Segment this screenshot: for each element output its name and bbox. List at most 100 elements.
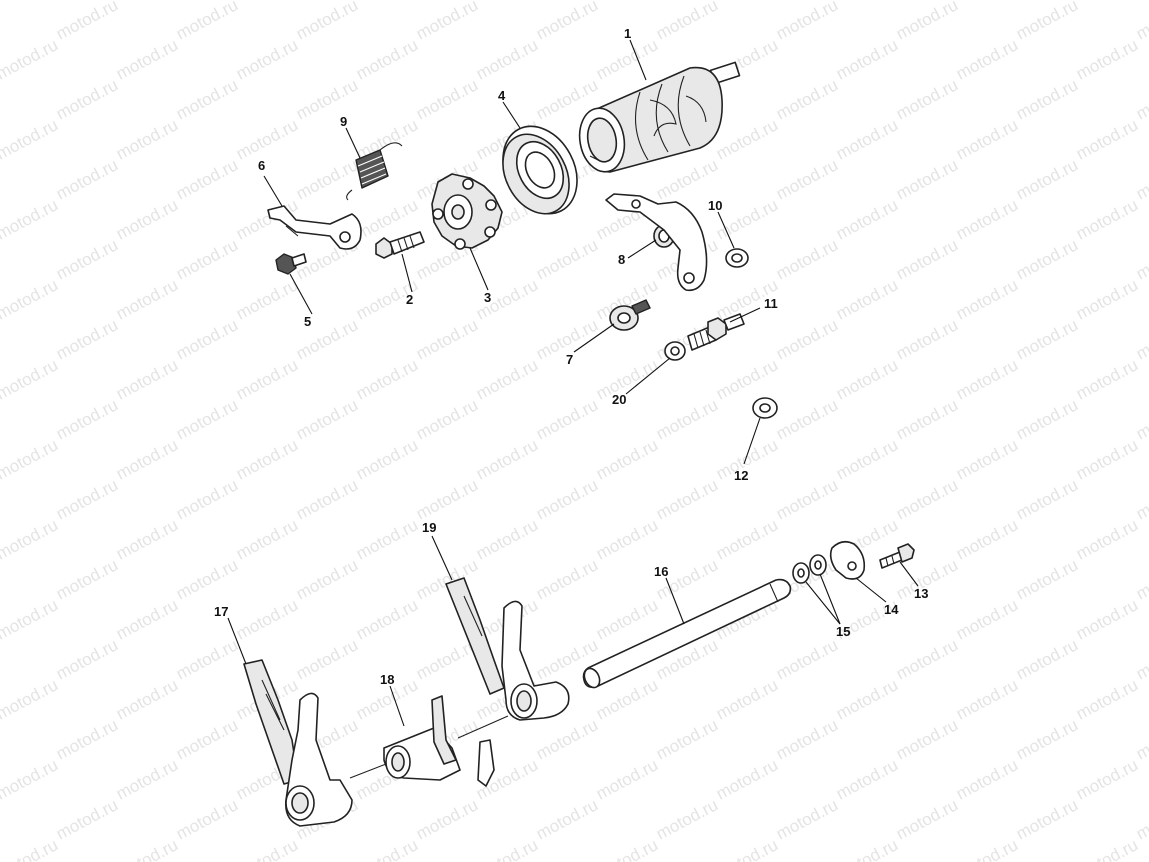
watermark-text: motod.ru [473, 355, 541, 403]
watermark-text: motod.ru [713, 0, 781, 4]
watermark-text: motod.ru [0, 595, 61, 643]
watermark-text: motod.ru [953, 0, 1021, 4]
watermark-text: motod.ru [173, 155, 241, 203]
watermark-text: motod.ru [113, 0, 181, 4]
watermark-text: motod.ru [773, 635, 841, 683]
part-14-retainer-plate [829, 540, 866, 580]
watermark-text: motod.ru [713, 195, 781, 243]
callout-18: 18 [380, 672, 394, 687]
watermark-text: motod.ru [233, 515, 301, 563]
watermark-text: motod.ru [0, 435, 61, 483]
watermark-text: motod.ru [173, 555, 241, 603]
part-7-roller-bolt [609, 299, 651, 331]
watermark-text: motod.ru [893, 155, 961, 203]
part-2-bolt [375, 231, 425, 259]
alignment-lines [349, 715, 509, 779]
watermark-text: motod.ru [0, 515, 61, 563]
watermark-text: motod.ru [1073, 115, 1141, 163]
watermark-text: motod.ru [893, 235, 961, 283]
watermark-text: motod.ru [113, 435, 181, 483]
watermark-text: motod.ru [233, 0, 301, 4]
watermark-text: motod.ru [1013, 475, 1081, 523]
watermark-text: motod.ru [713, 675, 781, 723]
watermark-text: motod.ru [593, 0, 661, 4]
watermark-text: motod.ru [173, 75, 241, 123]
watermark-text: motod.ru [773, 795, 841, 843]
watermark-text: motod.ru [353, 515, 421, 563]
watermark-text: motod.ru [1073, 835, 1141, 862]
watermark-text: motod.ru [53, 75, 121, 123]
watermark-text: motod.ru [593, 755, 661, 803]
part-9-spring [346, 142, 403, 201]
callout-11: 11 [764, 296, 778, 311]
watermark-text: motod.ru [953, 115, 1021, 163]
watermark-text: motod.ru [113, 275, 181, 323]
watermark-text: motod.ru [893, 795, 961, 843]
watermark-text: motod.ru [173, 315, 241, 363]
watermark-text: motod.ru [713, 355, 781, 403]
watermark-text: motod.ru [473, 515, 541, 563]
watermark-text: motod.ru [113, 755, 181, 803]
watermark-text: motod.ru [0, 35, 61, 83]
part-13-screw [879, 543, 915, 569]
watermark-text: motod.ru [53, 235, 121, 283]
watermark-text: motod.ru [293, 475, 361, 523]
watermark-text: motod.ru [413, 75, 481, 123]
callout-13: 13 [914, 586, 928, 601]
watermark-text: motod.ru [53, 555, 121, 603]
watermark-text: motod.ru [1073, 355, 1141, 403]
watermark-text: motod.ru [653, 155, 721, 203]
watermark-text: motod.ru [893, 715, 961, 763]
watermark-text: motod.ru [1073, 275, 1141, 323]
watermark-text: motod.ru [233, 115, 301, 163]
part-shift-arm-plate [605, 193, 708, 292]
watermark-text: motod.ru [833, 755, 901, 803]
watermark-text: motod.ru [833, 835, 901, 862]
part-12-washer [752, 397, 778, 419]
watermark-text: motod.ru [0, 115, 61, 163]
watermark-text: motod.ru [533, 715, 601, 763]
callout-20: 20 [612, 392, 626, 407]
watermark-text: motod.ru [473, 0, 541, 4]
watermark-text: motod.ru [0, 275, 61, 323]
watermark-text: motod.ru [1013, 75, 1081, 123]
watermark-text: motod.ru [413, 395, 481, 443]
watermark-text: motod.ru [173, 715, 241, 763]
watermark-text: motod.ru [1133, 395, 1149, 443]
watermark-text: motod.ru [1073, 595, 1141, 643]
watermark-text: motod.ru [0, 195, 61, 243]
watermark-text: motod.ru [953, 35, 1021, 83]
part-6-stopper-arm [267, 205, 362, 250]
watermark-text: motod.ru [113, 595, 181, 643]
watermark-text: motod.ru [53, 475, 121, 523]
watermark-text: motod.ru [533, 235, 601, 283]
watermark-text: motod.ru [353, 35, 421, 83]
watermark-text: motod.ru [533, 555, 601, 603]
watermark-text: motod.ru [653, 715, 721, 763]
watermark-text: motod.ru [1073, 515, 1141, 563]
watermark-text: motod.ru [113, 355, 181, 403]
part-4-bearing [502, 125, 578, 215]
watermark-text: motod.ru [413, 795, 481, 843]
watermark-text: motod.ru [773, 0, 841, 44]
watermark-text: motod.ru [953, 275, 1021, 323]
watermark-text: motod.ru [113, 195, 181, 243]
watermark-text: motod.ru [533, 395, 601, 443]
watermark-text: motod.ru [593, 35, 661, 83]
part-1-shift-drum [578, 61, 741, 173]
callout-15: 15 [836, 624, 850, 639]
watermark-text: motod.ru [473, 435, 541, 483]
watermark-text: motod.ru [593, 835, 661, 862]
watermark-text: motod.ru [1013, 555, 1081, 603]
watermark-text: motod.ru [1013, 635, 1081, 683]
watermark-text: motod.ru [293, 395, 361, 443]
watermark-text: motod.ru [893, 635, 961, 683]
watermark-text: motod.ru [113, 515, 181, 563]
watermark-text: motod.ru [593, 595, 661, 643]
callout-19: 19 [422, 520, 436, 535]
watermark-text: motod.ru [653, 795, 721, 843]
leader-lines [227, 39, 919, 727]
watermark-text: motod.ru [773, 75, 841, 123]
watermark-text: motod.ru [953, 435, 1021, 483]
